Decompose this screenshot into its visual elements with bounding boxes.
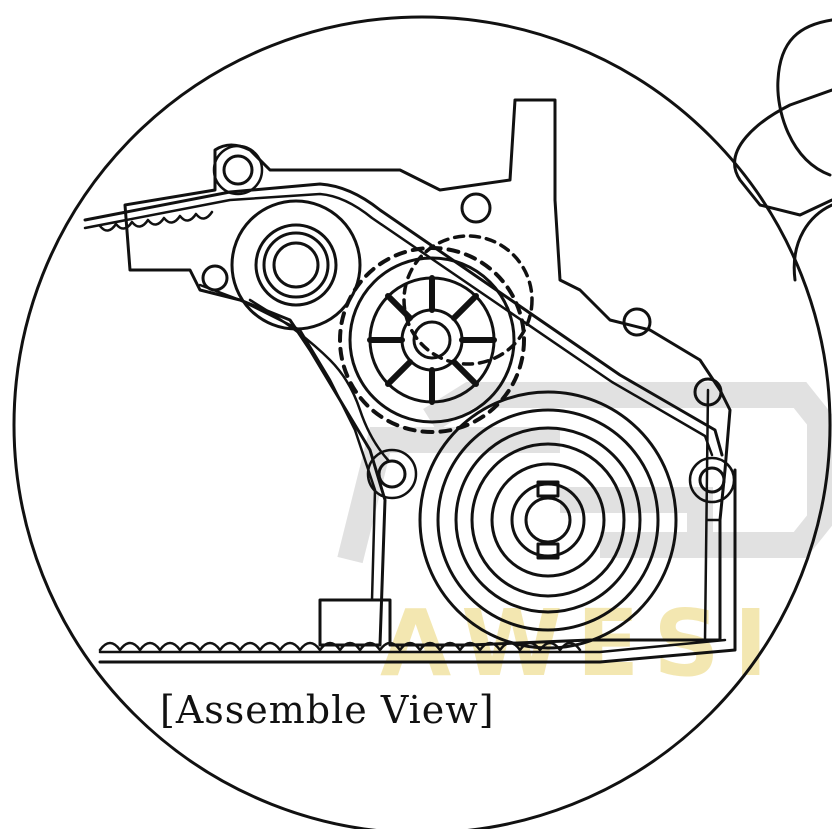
bolt-holes (201, 144, 736, 504)
belt-left-run (248, 298, 390, 462)
external-part-lower (792, 203, 832, 282)
diagram-caption: [Assemble View] (160, 688, 495, 732)
external-part (733, 18, 832, 217)
belt-teeth-upper (98, 210, 214, 232)
crankshaft-pulley (418, 390, 678, 650)
timing-belt-bottom (98, 468, 737, 664)
case-inner-line (198, 283, 377, 602)
magnifier-circle (12, 15, 832, 829)
timing-belt-bottom-inner (98, 638, 727, 654)
timing-belt-top-inner (83, 192, 714, 457)
secondary-sprocket (402, 234, 534, 366)
idler-pulley (230, 199, 362, 331)
case-right-inner (703, 388, 722, 642)
timing-belt-top (83, 182, 724, 457)
belt-teeth-lower (98, 641, 582, 652)
